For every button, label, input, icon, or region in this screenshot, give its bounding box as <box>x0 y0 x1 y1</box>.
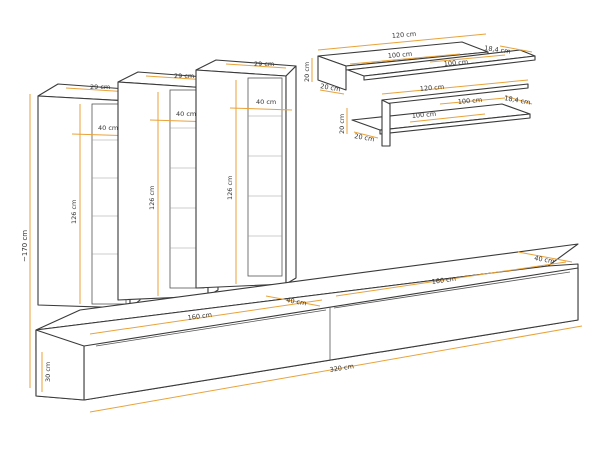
dim-line <box>225 63 287 69</box>
cabinet-2-height-label: 126 cm <box>148 186 156 210</box>
overall-height-dimension: ~170 cm <box>21 94 31 388</box>
dim-line <box>229 107 293 111</box>
overall-height-label: ~170 cm <box>21 230 29 262</box>
dim-line <box>429 54 506 63</box>
dim-line <box>317 33 487 51</box>
cabinet-3-depth-label: 29 cm <box>254 60 274 68</box>
cabinet-2-width-label: 40 cm <box>176 110 196 118</box>
shelf-bottom-inner-front-label: 100 cm <box>411 110 436 120</box>
cabinet-3-door <box>247 77 283 277</box>
shelf-top-lower-front <box>363 55 536 81</box>
dim-line <box>335 261 567 297</box>
dim-line <box>353 131 379 139</box>
cabinet-1-depth-label: 29 cm <box>90 83 110 91</box>
shelf-bottom-depth-label: 18,4 cm <box>504 94 531 106</box>
cabinet-3-side <box>285 65 297 285</box>
shelf-top-side-label: 20 cm <box>320 82 341 93</box>
tv-unit-side <box>35 329 85 401</box>
tv-unit: 160 cm 160 cm 40 cm 40 cm 320 cm 30 cm <box>35 243 583 413</box>
dim-line <box>381 79 529 95</box>
tv-unit-flap-right <box>333 271 571 309</box>
shelf-top-inner-front-label: 100 cm <box>387 50 412 60</box>
tv-unit-height-label: 30 cm <box>44 362 52 382</box>
tv-unit-flap-left <box>95 309 327 347</box>
dim-line <box>504 95 533 105</box>
cabinet-3-height-label: 126 cm <box>226 176 234 200</box>
dim-line <box>517 251 573 263</box>
shelf-bottom-side-label: 20 cm <box>354 132 375 143</box>
shelf-bottom-front <box>379 113 531 135</box>
glass-cabinet-3: 29 cm 40 cm 126 cm <box>195 59 297 289</box>
cabinet-1-width-label: 40 cm <box>98 124 118 132</box>
shelf-top-length-label: 120 cm <box>391 30 416 40</box>
wall-shelf-bottom: 120 cm 100 cm 100 cm 18,4 cm 20 cm 20 cm <box>338 79 533 147</box>
tv-unit-total-width-label: 320 cm <box>329 362 354 374</box>
dim-line <box>89 325 583 413</box>
dim-line <box>349 53 461 65</box>
tv-unit-right-depth-label: 40 cm <box>534 254 555 265</box>
shelf-top-depth-label: 18,4 cm <box>484 44 511 56</box>
shelf-bottom-inner-back-label: 100 cm <box>457 96 482 106</box>
shelf-top-height-label: 20 cm <box>303 62 311 82</box>
dim-line <box>89 299 323 335</box>
cabinet-3-width-label: 40 cm <box>256 98 276 106</box>
cabinet-2-depth-label: 29 cm <box>174 72 194 80</box>
wall-shelf-top: 120 cm 100 cm 100 cm 18,4 cm 20 cm 20 cm <box>303 30 536 95</box>
dim-line <box>409 113 486 123</box>
dim-line <box>265 295 321 307</box>
tv-unit-right-width-label: 160 cm <box>431 275 456 286</box>
tv-unit-left-width-label: 160 cm <box>187 311 212 322</box>
dim-line <box>319 89 345 95</box>
cabinet-1-height-label: 126 cm <box>70 200 78 224</box>
tv-unit-left-depth-label: 40 cm <box>286 296 307 307</box>
shelf-bottom-length-label: 120 cm <box>419 83 444 93</box>
shelf-bottom-height-label: 20 cm <box>338 114 346 134</box>
shelf-top-inner-back-label: 100 cm <box>443 58 468 68</box>
dim-line <box>499 45 533 53</box>
dim-line <box>439 97 506 105</box>
shelf-top-side <box>317 55 347 91</box>
shelf-bottom-side <box>381 99 391 147</box>
